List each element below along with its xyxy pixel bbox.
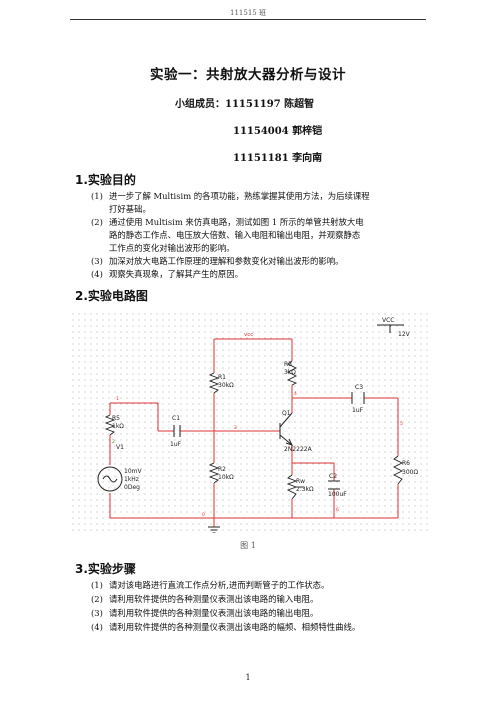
item-text: 通过使用 Multisim 来仿真电路，测试如图 1 所示的单管共射放大电	[109, 217, 364, 227]
members-label: 小组成员：	[175, 99, 225, 110]
member-id: 11151197	[225, 99, 281, 110]
rw-label: Rw	[296, 478, 305, 485]
transistor-q1	[279, 412, 293, 446]
page-number: 1	[245, 673, 251, 682]
resistors	[104, 360, 404, 500]
objective-item-2: (2) 通过使用 Multisim 来仿真电路，测试如图 1 所示的单管共射放大电…	[91, 216, 436, 255]
v1-frequency: 1kHz	[124, 476, 139, 483]
r3-value: 3kΩ	[284, 369, 296, 376]
item-number: (3)	[91, 256, 103, 266]
section-heading-2: 2.实验电路图	[75, 289, 148, 303]
section-heading-3: 3.实验步骤	[75, 562, 136, 576]
ground-icon	[208, 526, 220, 533]
r6-value: 300Ω	[402, 469, 418, 476]
r2-label: R2	[218, 466, 226, 473]
r1-value: 30kΩ	[218, 382, 234, 389]
page-header: 111515 班	[230, 9, 266, 17]
node-label: 0	[202, 512, 205, 518]
r1-resistor	[208, 372, 220, 394]
step-item-1: (1) 请对该电路进行直流工作点分析,进而判断管子的工作状态。	[91, 579, 436, 592]
header-rule	[70, 19, 426, 20]
c2-value: 100uF	[328, 491, 347, 498]
member-name: 陈超智	[284, 99, 315, 110]
member-name: 李向南	[292, 153, 323, 164]
capacitors	[173, 392, 365, 490]
q1-label: Q1	[282, 410, 291, 417]
circuit-diagram: VCC 12V vcc R1 30kΩ	[72, 313, 432, 533]
member-id: 11151181	[233, 153, 289, 164]
item-text: 观察失真现象，了解其产生的原因。	[109, 269, 243, 279]
r2-resistor	[208, 462, 220, 484]
vcc-net-label: vcc	[244, 332, 253, 338]
step-item-4: (4) 请利用软件提供的各种测量仪表测出该电路的幅频、相频特性曲线。	[91, 621, 436, 634]
node-label: 3	[234, 425, 237, 431]
section-heading-1: 1.实验目的	[75, 173, 136, 187]
item-text: 进一步了解 Multisim 的各项功能，熟练掌握其使用方法，为后续课程	[109, 191, 370, 201]
doc-title: 实验一：共射放大器分析与设计	[150, 67, 346, 83]
item-number: (1)	[91, 191, 103, 201]
c1-value: 1uF	[170, 441, 182, 448]
item-number: (4)	[91, 269, 103, 279]
node-label: 6	[336, 507, 339, 513]
r6-label: R6	[402, 460, 410, 467]
item-text: 工作点的变化对输出波形的影响。	[109, 243, 235, 253]
objective-item-3: (3) 加深对放大电路工作原理的理解和参数变化对输出波形的影响。	[91, 255, 436, 268]
r3-label: R3	[284, 361, 292, 368]
member-line-1: 小组成员：11151197 陈超智	[175, 95, 314, 110]
rw-value: 2.3kΩ	[296, 486, 314, 493]
wires	[109, 338, 399, 527]
vcc-value-label: 12V	[398, 331, 411, 338]
objective-item-1: (1)进一步了解 Multisim 的各项功能，熟练掌握其使用方法，为后续课程 …	[91, 190, 436, 216]
c2-label: C2	[329, 473, 337, 480]
vcc-src-label: VCC	[382, 317, 394, 324]
item-number: (3)	[91, 608, 103, 618]
v1-label: V1	[116, 444, 124, 451]
grid-background	[72, 313, 432, 533]
item-text: 路的静态工作点、电压放大倍数、输入电阻和输出电阻，并观察静态	[109, 230, 361, 240]
v1-amplitude: 10mV	[124, 468, 142, 475]
node-label: 2	[112, 439, 115, 445]
node-label: 1	[116, 396, 119, 402]
r2-value: 10kΩ	[218, 474, 234, 481]
c1-label: C1	[172, 415, 180, 422]
step-item-2: (2) 请利用软件提供的各种测量仪表测出该电路的输入电阻。	[91, 593, 436, 606]
member-name: 郭梓铠	[292, 126, 323, 137]
r5-value: 1kΩ	[112, 423, 124, 430]
item-number: (2)	[91, 217, 103, 227]
item-text: 加深对放大电路工作原理的理解和参数变化对输出波形的影响。	[109, 256, 344, 266]
member-line-2: 11154004 郭梓铠	[233, 122, 322, 137]
objective-item-4: (4) 观察失真现象，了解其产生的原因。	[91, 268, 436, 281]
c3-value: 1uF	[352, 407, 364, 414]
item-text: 请利用软件提供的各种测量仪表测出该电路的输出电阻。	[109, 608, 319, 618]
node-label: 4	[294, 391, 297, 397]
figure-caption: 图 1	[240, 541, 256, 550]
node-label: 5	[400, 421, 403, 427]
r5-label: R5	[112, 415, 120, 422]
member-id: 11154004	[233, 126, 289, 137]
step-item-3: (3) 请利用软件提供的各种测量仪表测出该电路的输出电阻。	[91, 607, 436, 620]
ac-source-v1	[97, 466, 123, 492]
vcc-source	[377, 324, 404, 333]
item-number: (2)	[91, 594, 103, 604]
item-text: 请利用软件提供的各种测量仪表测出该电路的输入电阻。	[109, 594, 319, 604]
item-text: 请对该电路进行直流工作点分析,进而判断管子的工作状态。	[109, 580, 330, 590]
item-number: (1)	[91, 580, 103, 590]
q1-model: 2N2222A	[284, 446, 313, 453]
r3-resistor	[286, 360, 298, 386]
c3-label: C3	[355, 384, 363, 391]
r5-resistor	[104, 414, 116, 436]
member-line-3: 11151181 李向南	[233, 149, 322, 164]
item-number: (4)	[91, 622, 103, 632]
r6-resistor	[392, 455, 404, 485]
item-text: 请利用软件提供的各种测量仪表测出该电路的幅频、相频特性曲线。	[109, 622, 361, 632]
r1-label: R1	[218, 374, 226, 381]
v1-phase: 0Deg	[124, 484, 140, 491]
item-text: 打好基础。	[109, 204, 151, 214]
rw-resistor	[286, 474, 298, 500]
